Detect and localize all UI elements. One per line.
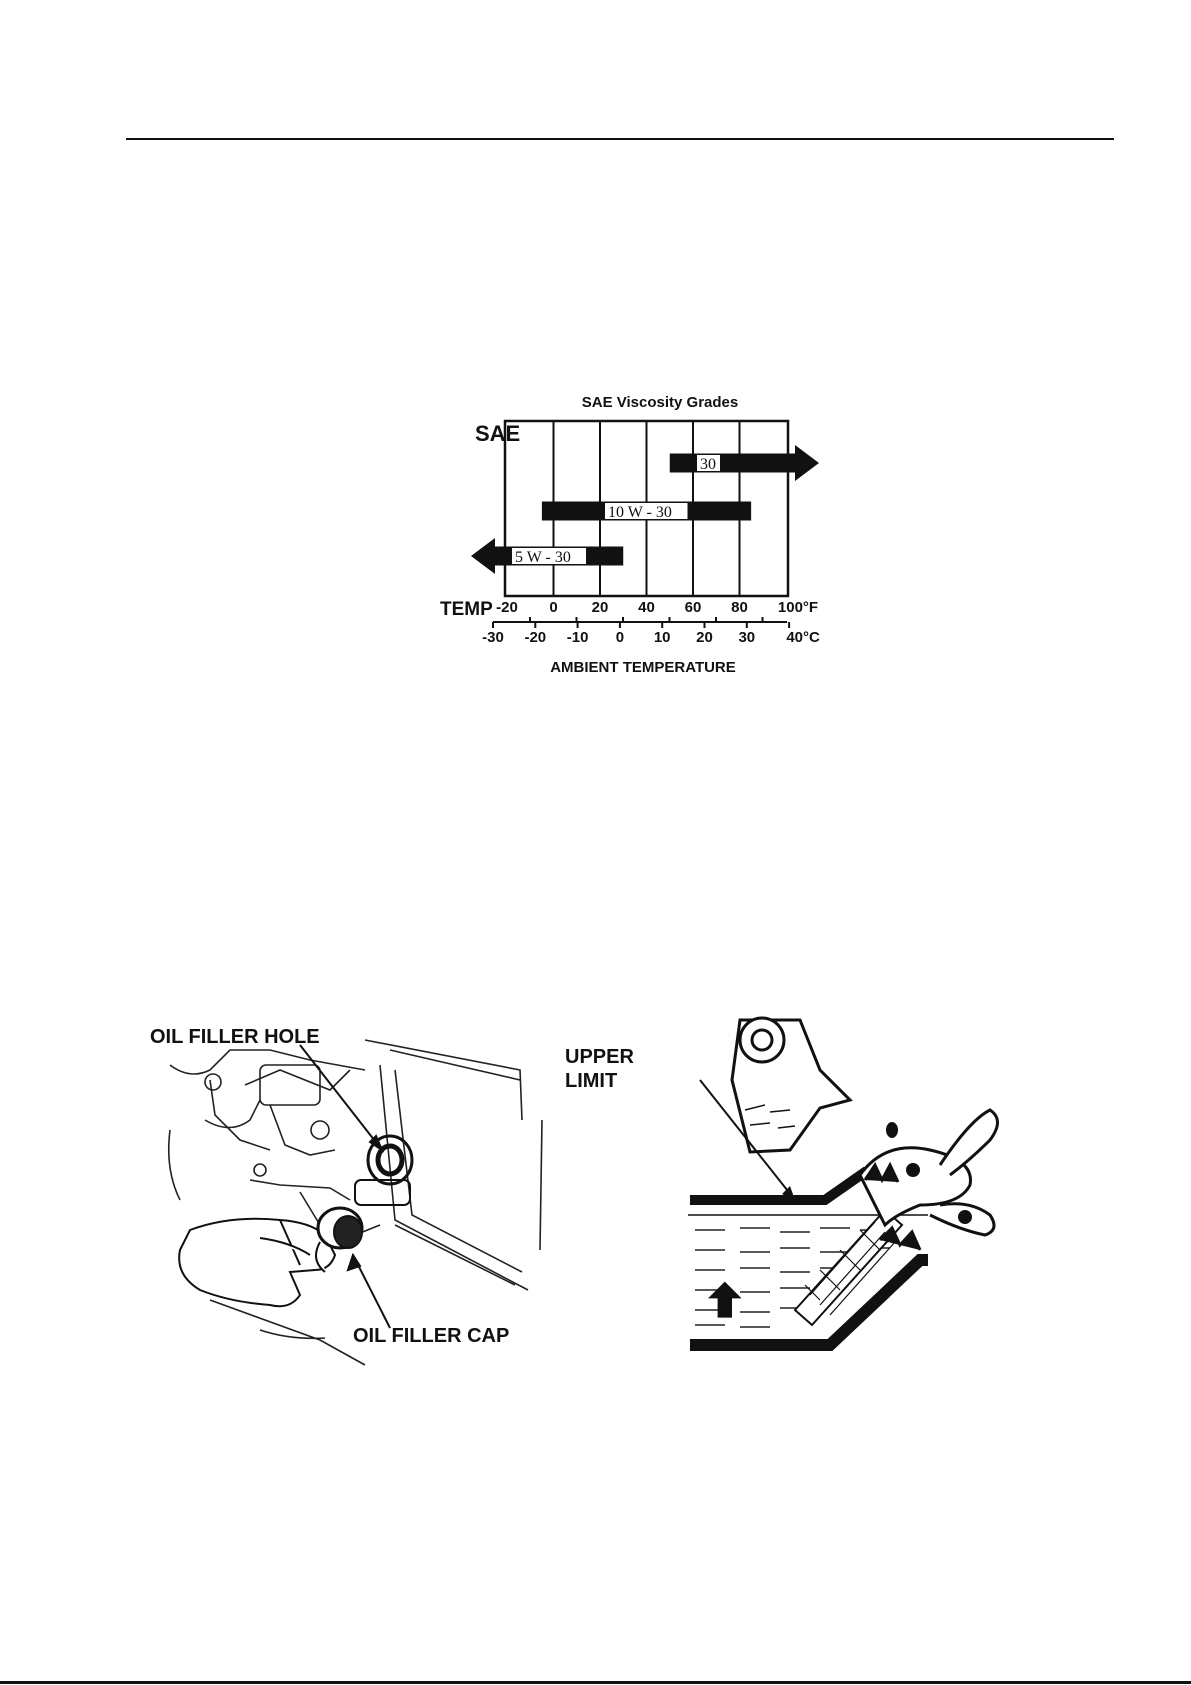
- celsius-tick-label: 0: [616, 629, 624, 646]
- grade-bars: 30 10 W - 30 5 W - 30: [471, 445, 819, 574]
- fahrenheit-ticks: -20 0 20 40 60 80 100°F: [496, 599, 818, 622]
- grade-arrow-right: [795, 445, 819, 481]
- celsius-ticks: -30 -20 -10 0 10 20 30 40°C: [482, 622, 820, 646]
- celsius-tick-label: 30: [738, 629, 755, 646]
- temp-axis-label: TEMP: [440, 599, 493, 620]
- fahrenheit-tick-label: 40: [638, 599, 655, 616]
- fahrenheit-tick-label: 0: [549, 599, 557, 616]
- celsius-tick-label: 40°C: [786, 629, 820, 646]
- footer-rule: [0, 1681, 1191, 1684]
- celsius-tick-label: -10: [567, 629, 589, 646]
- oil-filler-illustration: [150, 1010, 570, 1370]
- grade-bar: [670, 454, 795, 473]
- oil-level-illustration: [670, 1000, 1040, 1360]
- fahrenheit-tick-label: 60: [685, 599, 702, 616]
- grade-arrow-left: [471, 538, 495, 574]
- grade-label: 5 W - 30: [515, 549, 571, 566]
- grade-label: 10 W - 30: [608, 504, 672, 521]
- sae-axis-label: SAE: [475, 421, 520, 446]
- celsius-tick-label: -20: [524, 629, 546, 646]
- chart-caption: AMBIENT TEMPERATURE: [550, 659, 736, 676]
- upper-limit-label-line1: UPPER: [565, 1046, 634, 1069]
- header-rule: [126, 138, 1114, 140]
- fahrenheit-tick-label: 80: [731, 599, 748, 616]
- upper-limit-label-line2: LIMIT: [565, 1070, 617, 1093]
- fahrenheit-tick-label: -20: [496, 599, 518, 616]
- celsius-tick-label: 10: [654, 629, 671, 646]
- viscosity-chart: SAE Viscosity Grades SAE 30 10 W - 30 5 W …: [0, 380, 1191, 1080]
- celsius-tick-label: 20: [696, 629, 713, 646]
- fahrenheit-tick-label: 20: [592, 599, 609, 616]
- oil-filler-hole-label: OIL FILLER HOLE: [150, 1026, 320, 1049]
- grade-label: 30: [700, 456, 716, 473]
- oil-filler-cap-label: OIL FILLER CAP: [353, 1325, 509, 1348]
- chart-title: SAE Viscosity Grades: [582, 394, 738, 411]
- celsius-tick-label: -30: [482, 629, 504, 646]
- fahrenheit-tick-label: 100°F: [778, 599, 818, 616]
